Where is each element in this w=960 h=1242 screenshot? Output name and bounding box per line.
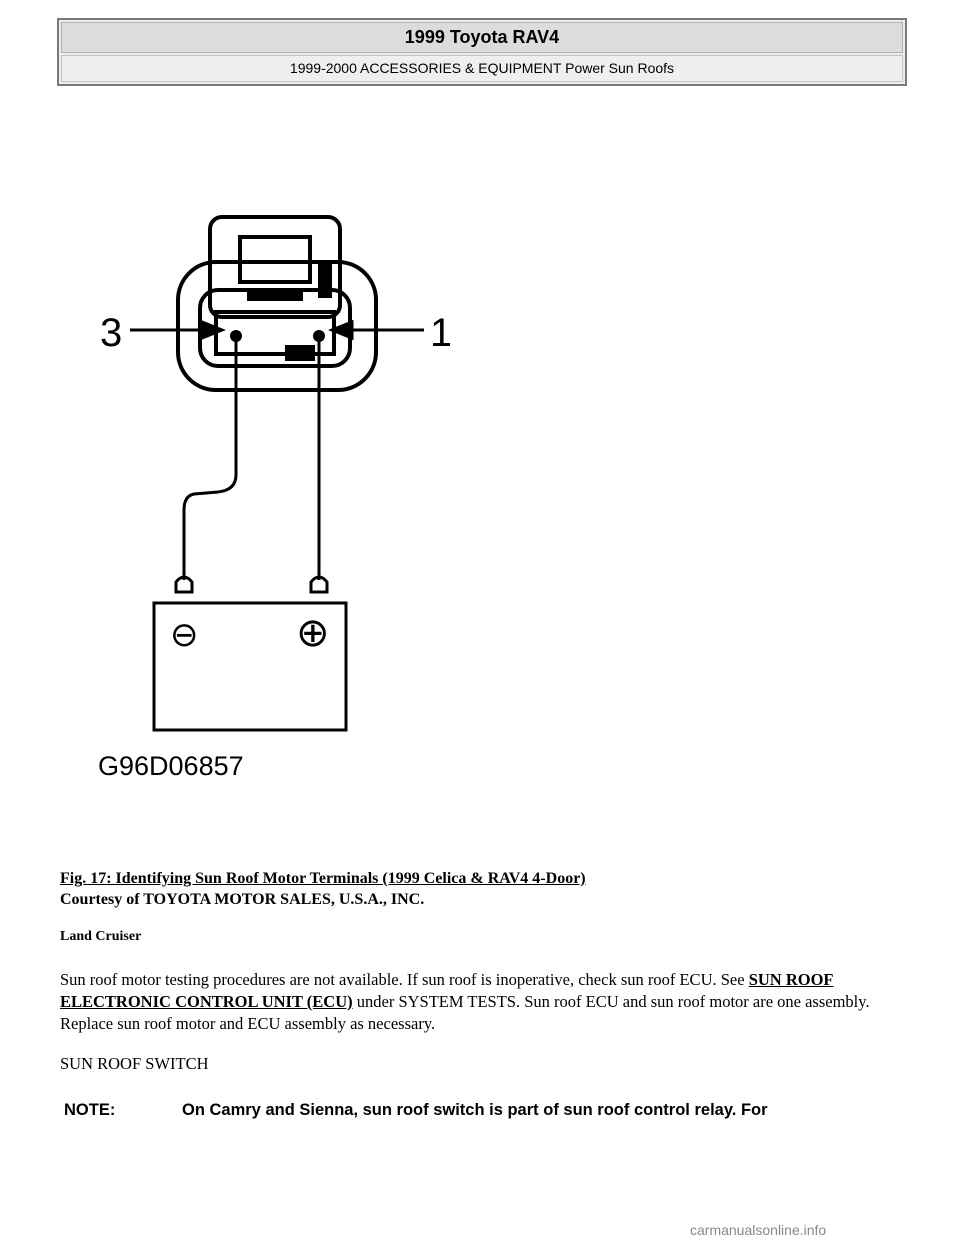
paragraph-text-after: under SYSTEM TESTS. Sun roof ECU and sun… [60,992,870,1033]
figure-caption-credit: Courtesy of TOYOTA MOTOR SALES, U.S.A., … [60,891,425,908]
motor-terminal-diagram: 3 1 ⊖ ⊕ G96D06857 [98,215,450,781]
paragraph-text-before: Sun roof motor testing procedures are no… [60,970,749,989]
note-box: NOTE: On Camry and Sienna, sun roof switc… [64,1101,924,1120]
figure-caption-title: Fig. 17: Identifying Sun Roof Motor Term… [60,870,586,887]
body-paragraph: Sun roof motor testing procedures are no… [60,969,915,1035]
sun-roof-ecu-link[interactable]: SUN ROOF ELECTRONIC CONTROL UNIT (ECU) [60,970,834,1011]
subheading-land-cruiser: Land Cruiser [60,929,142,944]
note-label: NOTE: [64,1101,116,1119]
document-subtitle: 1999-2000 ACCESSORIES & EQUIPMENT Power … [61,55,903,82]
document-title: 1999 Toyota RAV4 [61,22,903,53]
terminal-label-3: 3 [100,311,122,355]
section-heading-sun-roof-switch: SUN ROOF SWITCH [60,1054,209,1073]
positive-terminal-symbol: ⊕ [296,610,330,656]
terminal-label-1: 1 [430,311,450,355]
watermark: carmanualsonline.info [690,1222,827,1238]
figure-code: G96D06857 [98,751,244,781]
page-header: 1999 Toyota RAV4 1999-2000 ACCESSORIES &… [57,18,907,86]
negative-terminal-symbol: ⊖ [170,615,199,655]
figure-caption: Fig. 17: Identifying Sun Roof Motor Term… [60,868,586,910]
note-text: On Camry and Sienna, sun roof switch is … [182,1101,768,1119]
